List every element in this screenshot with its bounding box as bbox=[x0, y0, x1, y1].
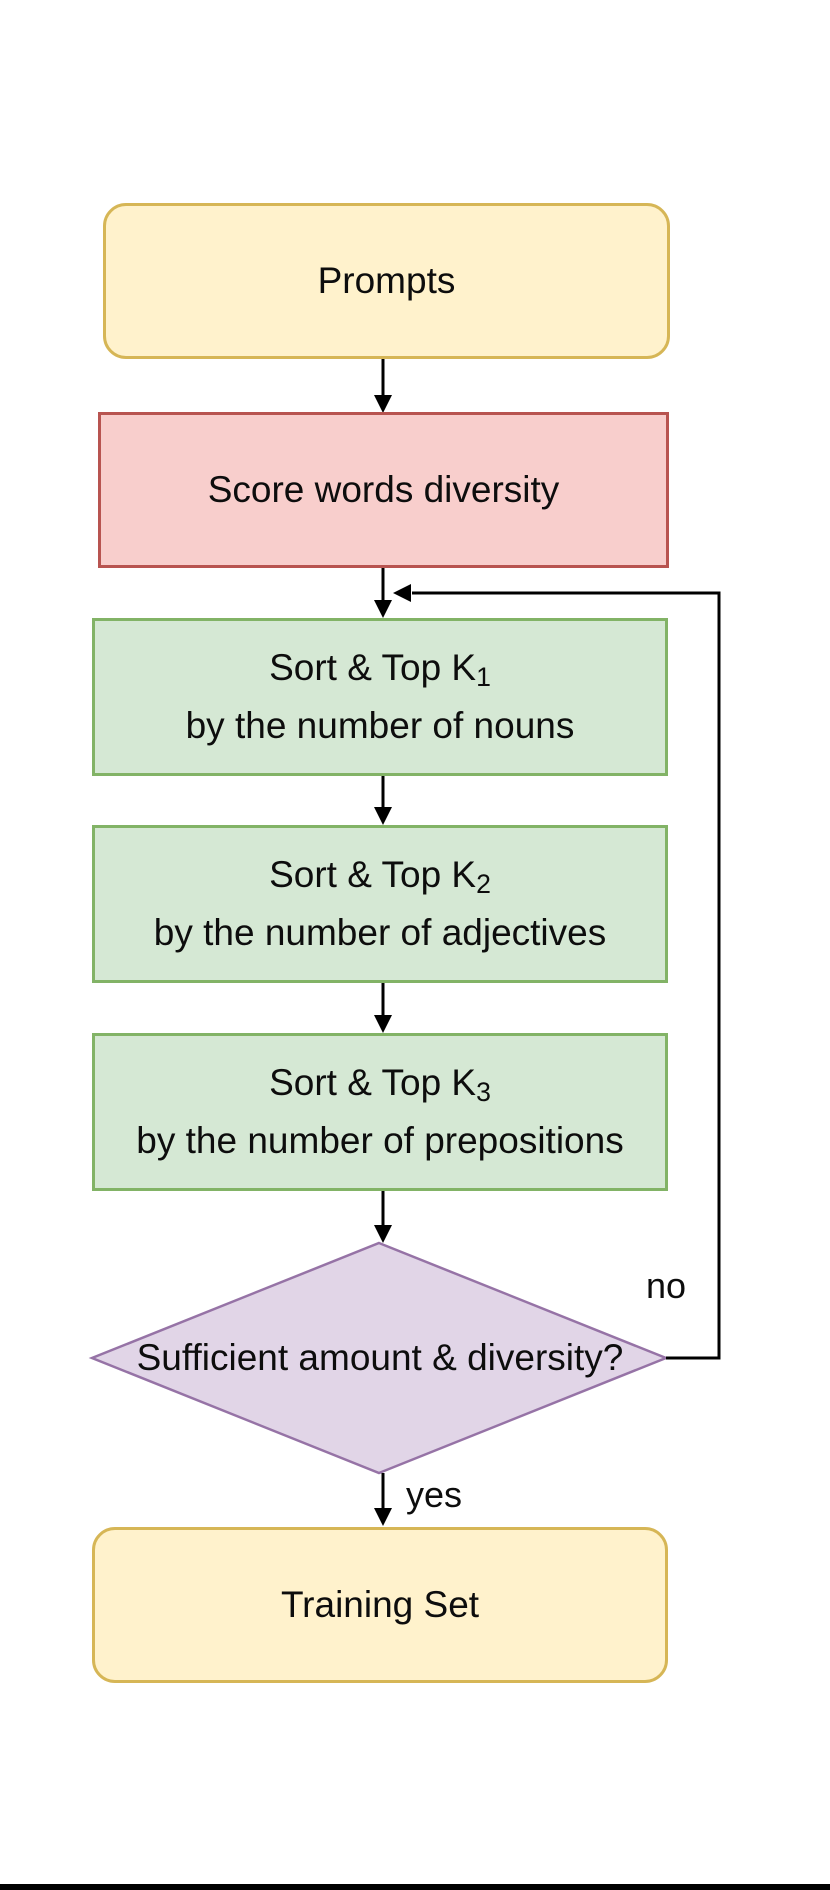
node-sort-k3-detail: by the number of prepositions bbox=[136, 1120, 624, 1162]
node-sort-top-k1: Sort & Top K1 by the number of nouns bbox=[92, 618, 668, 776]
node-sort-top-k3: Sort & Top K3 by the number of prepositi… bbox=[92, 1033, 668, 1191]
node-sort-k1-prefix: Sort & Top K bbox=[269, 647, 477, 689]
node-training-set: Training Set bbox=[92, 1527, 668, 1683]
node-sort-k1-subscript: 1 bbox=[476, 662, 491, 693]
edge-no-loop bbox=[412, 591, 721, 1360]
arrowhead-score-to-sort1 bbox=[374, 600, 392, 618]
arrowhead-sort3-to-decision bbox=[374, 1225, 392, 1243]
decision-diamond-shape bbox=[88, 1241, 670, 1475]
arrowhead-sort1-to-sort2 bbox=[374, 807, 392, 825]
node-decision-sufficient: Sufficient amount & diversity? bbox=[95, 1243, 665, 1473]
node-training-label: Training Set bbox=[280, 1584, 480, 1626]
arrowhead-sort2-to-sort3 bbox=[374, 1015, 392, 1033]
node-decision-label: Sufficient amount & diversity? bbox=[136, 1337, 624, 1378]
arrowhead-decision-to-training bbox=[374, 1508, 392, 1526]
node-sort-k2-subscript: 2 bbox=[476, 869, 491, 900]
node-sort-k1-detail: by the number of nouns bbox=[185, 705, 575, 747]
node-sort-k2-prefix: Sort & Top K bbox=[269, 854, 477, 896]
node-sort-k3-title: Sort & Top K3 bbox=[269, 1055, 491, 1113]
node-sort-k1-title: Sort & Top K1 bbox=[269, 640, 491, 698]
node-sort-top-k2: Sort & Top K2 by the number of adjective… bbox=[92, 825, 668, 983]
bottom-border-line bbox=[0, 1884, 830, 1890]
arrowhead-prompts-to-score bbox=[374, 395, 392, 413]
arrowhead-no-loop bbox=[393, 584, 411, 602]
edge-label-no: no bbox=[646, 1265, 687, 1306]
edge-label-yes: yes bbox=[406, 1474, 463, 1515]
node-prompts: Prompts bbox=[103, 203, 670, 359]
node-sort-k3-subscript: 3 bbox=[476, 1077, 491, 1108]
node-sort-k2-detail: by the number of adjectives bbox=[153, 912, 607, 954]
node-sort-k2-title: Sort & Top K2 bbox=[269, 847, 491, 905]
node-sort-k3-prefix: Sort & Top K bbox=[269, 1062, 477, 1104]
node-score-label: Score words diversity bbox=[207, 469, 560, 511]
node-score-words-diversity: Score words diversity bbox=[98, 412, 669, 568]
node-prompts-label: Prompts bbox=[317, 260, 456, 302]
